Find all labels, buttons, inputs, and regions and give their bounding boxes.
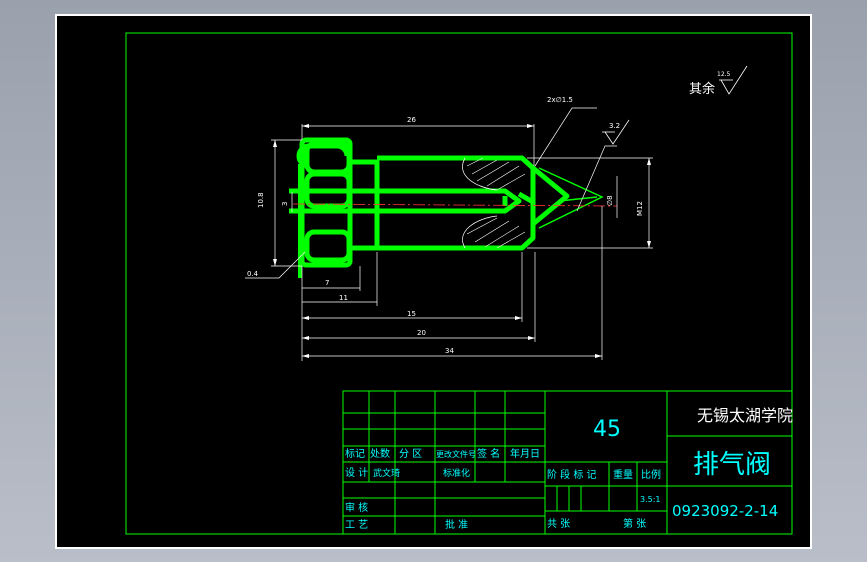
tb-label-date: 年月日: [510, 447, 540, 460]
tb-label-weight: 重量: [613, 468, 633, 481]
dimension-lines: [245, 107, 653, 361]
tb-label-ratio: 比例: [641, 468, 661, 481]
tb-label-sign: 签 名: [477, 447, 500, 460]
dimension-arrows: [273, 124, 651, 358]
tb-label-review: 审 核: [345, 501, 368, 514]
surface-roughness: 12.5: [717, 71, 731, 78]
dim-top-length: 26: [407, 116, 416, 124]
roughness-mark: 3.2: [609, 122, 620, 130]
tb-label-process: 工 艺: [345, 519, 368, 531]
tb-designer: 武文琦: [373, 467, 400, 479]
part-outline: [289, 137, 570, 278]
drawing-canvas: 26 10.8 3 M12 ∅8 2x∅1.5 3.2 0.4 7 11 15 …: [125, 32, 793, 535]
tb-label-stage: 阶 段 标 记: [547, 468, 597, 481]
section-hatch: [466, 157, 526, 249]
tb-label-design: 设 计: [345, 466, 368, 479]
tb-school: 无锡太湖学院: [697, 406, 793, 425]
title-block-labels: 标记 处数 分 区 更改文件号 签 名 年月日 设 计 武文琦 标准化 审 核 …: [345, 406, 793, 531]
dim-len-34: 34: [445, 347, 454, 355]
tb-scale: 3.5:1: [640, 495, 661, 504]
dimension-texts: 26 10.8 3 M12 ∅8 2x∅1.5 3.2 0.4 7 11 15 …: [247, 71, 731, 355]
dim-height-small: 3: [281, 202, 289, 206]
tb-label-approve: 批 准: [445, 518, 468, 531]
tb-label-count: 处数: [370, 447, 390, 460]
dim-len-15: 15: [407, 310, 416, 318]
drawing-sheet: 26 10.8 3 M12 ∅8 2x∅1.5 3.2 0.4 7 11 15 …: [55, 14, 812, 549]
surface-note: 其余: [689, 81, 715, 97]
tb-drawing-no: 0923092-2-14: [672, 502, 778, 520]
dim-len-11: 11: [339, 294, 348, 302]
tb-label-total: 共 张: [547, 518, 570, 530]
tb-material: 45: [593, 417, 621, 442]
dim-len-7: 7: [325, 279, 329, 287]
tb-label-change-doc: 更改文件号: [436, 449, 476, 459]
tb-label-sheet: 第 张: [623, 517, 646, 530]
dim-height-left: 10.8: [257, 192, 265, 208]
tb-label-standardize: 标准化: [443, 467, 470, 479]
tb-label-zone: 分 区: [399, 448, 422, 460]
dim-chamfer: 0.4: [247, 270, 259, 278]
roughness-symbols: [602, 65, 748, 145]
dim-groove: 2x∅1.5: [547, 96, 573, 104]
dim-tip-dia: ∅8: [606, 195, 614, 206]
tb-label-mark: 标记: [345, 448, 365, 460]
title-block-grid: [342, 390, 793, 535]
dim-len-20: 20: [417, 329, 426, 337]
dim-thread: M12: [636, 201, 644, 216]
tb-part-name: 排气阀: [693, 450, 771, 480]
